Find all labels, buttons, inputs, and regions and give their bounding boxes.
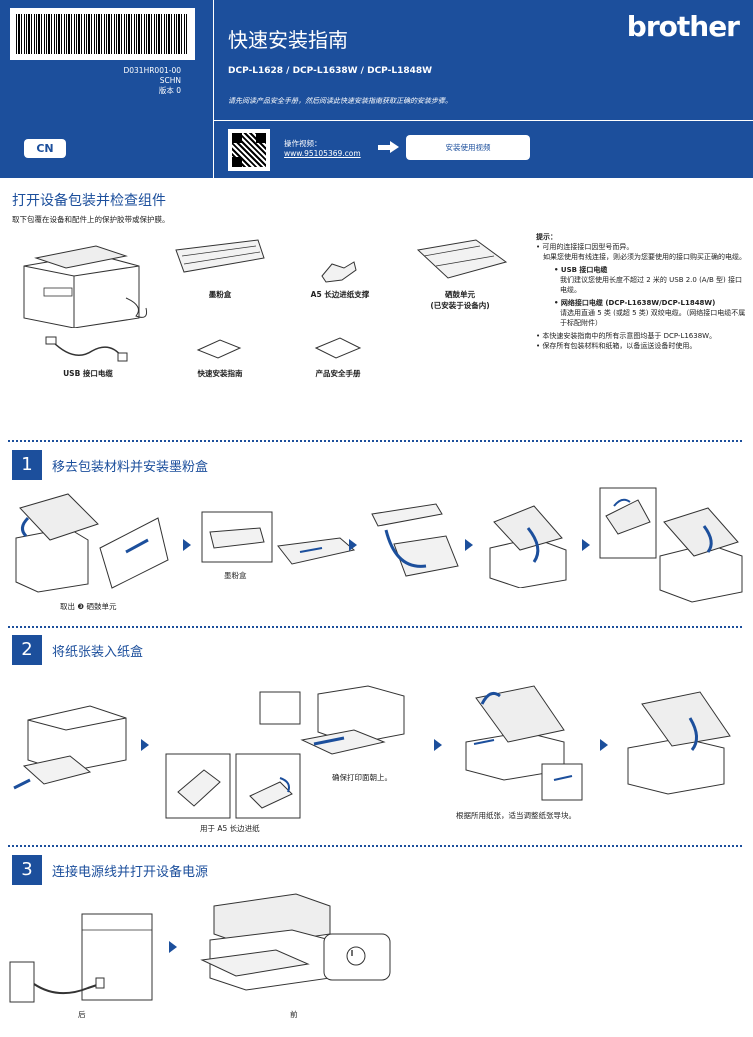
a5-support-illustration (321, 261, 357, 283)
step3-caption-front: 前 (290, 1010, 298, 1019)
video-info: 操作视频： www.95105369.com (284, 139, 361, 159)
tips-net-head: • 网络接口电缆 (DCP-L1638W/DCP-L1848W) (554, 299, 716, 307)
tips-usb-body: 我们建议您使用长度不超过 2 米的 USB 2.0 (A/B 型) 接口电缆。 (560, 276, 742, 294)
tips-note2: • 保存所有包装材料和纸箱，以备运送设备时使用。 (536, 342, 697, 350)
step2-caption-a5: 用于 A5 长边进纸 (200, 824, 260, 833)
version: 版本 0 (158, 86, 181, 95)
printer-illustration (23, 245, 147, 328)
tips-usb-head: • USB 接口电缆 (554, 266, 608, 274)
step1-toner-illustration (201, 511, 356, 565)
step1-title: 移去包装材料并安装墨粉盒 (52, 460, 209, 475)
step1-caption-toner: 墨粉盒 (224, 571, 247, 580)
next-arrow-icon (349, 539, 357, 551)
header-note: 请先阅读产品安全手册，然后阅读此快速安装指南获取正确的安装步骤。 (228, 97, 452, 105)
next-arrow-icon (582, 539, 590, 551)
country-badge: CN (24, 139, 66, 158)
label-safety-manual: 产品安全手册 (315, 369, 361, 378)
tips-heading: 提示： (536, 233, 557, 241)
step3-title: 连接电源线并打开设备电源 (52, 865, 209, 880)
safety-manual-illustration (314, 337, 362, 359)
label-drum-line1: 硒鼓单元 (445, 290, 475, 299)
step2-a5-adjust-illustration (165, 753, 301, 819)
next-arrow-icon (169, 941, 177, 953)
step1-caption-remove: 取出 ❸ 硒鼓单元 (60, 602, 117, 611)
brand-logo: brother (626, 10, 740, 43)
step3-power-cord-illustration (9, 913, 153, 1003)
next-arrow-icon (600, 739, 608, 751)
step1-insert-toner-illustration (371, 503, 459, 577)
step2-load-paper-illustration (259, 685, 405, 755)
video-button[interactable]: 安装使用视频 (406, 135, 530, 160)
section-divider (8, 845, 742, 847)
tips-net-body: 请选用直通 5 类 (或超 5 类) 双绞电缆。（网络接口电缆不属于标配附件） (560, 309, 746, 327)
header-divider-horizontal (214, 120, 753, 121)
step1-install-drum-illustration (489, 505, 567, 588)
section-divider (8, 440, 742, 442)
label-usb: USB 接口电缆 (63, 369, 113, 378)
usb-cable-illustration (45, 336, 128, 362)
step2-title: 将纸张装入纸盒 (52, 645, 144, 660)
toner-cartridge-illustration (175, 239, 265, 273)
label-quick-guide: 快速安装指南 (197, 369, 243, 378)
section-divider (8, 626, 742, 628)
next-arrow-icon (141, 739, 149, 751)
unpack-title: 打开设备包装并检查组件 (12, 193, 166, 209)
quick-guide-illustration (196, 339, 242, 359)
model-list: DCP-L1628 / DCP-L1638W / DCP-L1848W (228, 66, 433, 76)
step3-power-on-illustration (200, 893, 391, 991)
step2-caption-guides: 根据所用纸张，适当调整纸张导块。 (456, 811, 576, 820)
tips-note1: • 本快速安装指南中的所有示意图均基于 DCP-L1638W。 (536, 332, 717, 340)
unpack-subtitle: 取下包覆在设备和配件上的保护胶带或保护膜。 (12, 215, 170, 224)
barcode (10, 8, 195, 60)
video-url-link[interactable]: www.95105369.com (284, 149, 361, 158)
header-divider-vertical (213, 0, 214, 178)
label-a5-support: A5 长边进纸支撑 (310, 290, 370, 299)
step2-caption-face-up: 确保打印面朝上。 (332, 773, 392, 782)
tips-line2: 如果您使用有线连接，则必须为您要使用的接口购买正确的电缆。 (543, 253, 746, 261)
video-label: 操作视频： (284, 139, 322, 148)
document-info: D031HR001-00 SCHN 版本 0 (61, 66, 181, 96)
drum-unit-illustration (416, 239, 508, 279)
next-arrow-icon (434, 739, 442, 751)
lang-code: SCHN (159, 76, 181, 85)
step1-number: 1 (12, 450, 42, 480)
label-drum-line2: (已安装于设备内) (430, 301, 490, 310)
step1-open-cover-illustration (15, 493, 169, 593)
doc-code: D031HR001-00 (123, 66, 181, 75)
step2-number: 2 (12, 635, 42, 665)
step2-adjust-guides-illustration (465, 685, 583, 801)
next-arrow-icon (183, 539, 191, 551)
step2-close-cover-illustration (627, 691, 731, 795)
step3-caption-back: 后 (78, 1010, 86, 1019)
label-drum: 硒鼓单元 (已安装于设备内) (410, 289, 510, 311)
qr-code (228, 129, 270, 171)
step3-number: 3 (12, 855, 42, 885)
tips-line1: • 可用的连接接口因型号而异。 (536, 243, 634, 251)
page-title: 快速安装指南 (228, 28, 348, 52)
next-arrow-icon (465, 539, 473, 551)
label-toner: 墨粉盒 (208, 290, 232, 299)
step2-pull-tray-illustration (13, 705, 127, 790)
step1-close-cover-illustration (599, 487, 743, 603)
tips-panel: 提示： • 可用的连接接口因型号而异。 如果您使用有线连接，则必须为您要使用的接… (536, 232, 746, 351)
